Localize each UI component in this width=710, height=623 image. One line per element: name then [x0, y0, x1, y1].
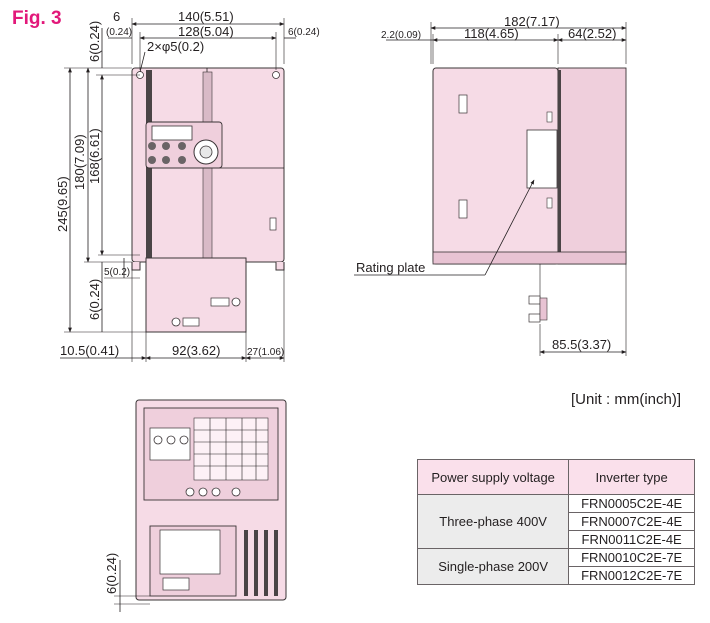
side-dimensions [354, 22, 627, 356]
key-icon [178, 156, 186, 164]
dim-base-left: 10.5(0.41) [60, 343, 119, 358]
bottom-dimensions [114, 560, 150, 612]
key-icon [178, 142, 186, 150]
dim-right-offset: 6(0.24) [288, 27, 320, 38]
front-dimensions [60, 18, 296, 362]
key-icon [148, 142, 156, 150]
terminal-block [193, 417, 269, 481]
dim-hole: 2×φ5(0.2) [147, 39, 204, 54]
type-cell: FRN0010C2E-7E [568, 548, 695, 567]
dim-base-width: 92(3.62) [172, 343, 220, 358]
rating-plate [526, 129, 558, 189]
dim-left-offset: 6 [113, 9, 120, 24]
side-view [432, 67, 627, 323]
mount-slot [275, 262, 285, 271]
voltage-cell: Three-phase 400V [416, 494, 570, 549]
type-cell: FRN0005C2E-4E [568, 494, 695, 513]
dim-depth-total: 182(7.17) [504, 14, 560, 29]
dim-width-holes: 128(5.04) [178, 24, 234, 39]
type-cell: FRN0011C2E-4E [568, 530, 695, 549]
lcd-display [151, 125, 193, 141]
dim-left-offset-inch: (0.24) [106, 27, 132, 38]
type-cell: FRN0012C2E-7E [568, 566, 695, 585]
side-body-rear [557, 67, 627, 265]
key-icon [148, 156, 156, 164]
dim-top-offset: 6(0.24) [87, 21, 102, 62]
unit-note: [Unit : mm(inch)] [571, 391, 682, 408]
dim-depth-rear: 64(2.52) [568, 26, 616, 41]
table-header-type: Inverter type [568, 459, 695, 495]
dim-depth-front: 118(4.65) [464, 26, 519, 41]
voltage-cell: Single-phase 200V [416, 548, 570, 585]
dim-bottom-offset-2: 6(0.24) [104, 553, 119, 594]
mount-hole-icon [272, 71, 280, 79]
spec-table: Power supply voltage Inverter type Three… [416, 459, 695, 585]
dim-base-right: 27(1.06) [247, 347, 284, 358]
dim-front-offset: 2.2(0.09) [381, 30, 421, 41]
dim-slot: 5(0.2) [104, 267, 130, 278]
dim-height-holes: 168(6.61) [87, 128, 102, 184]
dim-height-body: 180(7.09) [72, 134, 87, 190]
key-icon [162, 156, 170, 164]
dim-width-total: 140(5.51) [178, 9, 234, 24]
rating-plate-callout: Rating plate [356, 260, 425, 275]
bottom-view [135, 399, 287, 601]
figure-label: Fig. 3 [12, 8, 62, 29]
mount-slot [131, 262, 141, 271]
table-header-voltage: Power supply voltage [416, 459, 570, 495]
key-icon [162, 142, 170, 150]
dim-bracket-depth: 85.5(3.37) [552, 337, 611, 352]
dim-bottom-offset: 6(0.24) [87, 279, 102, 320]
front-view [131, 67, 285, 333]
type-cell: FRN0007C2E-4E [568, 512, 695, 531]
dim-height-total: 245(9.65) [55, 176, 70, 232]
